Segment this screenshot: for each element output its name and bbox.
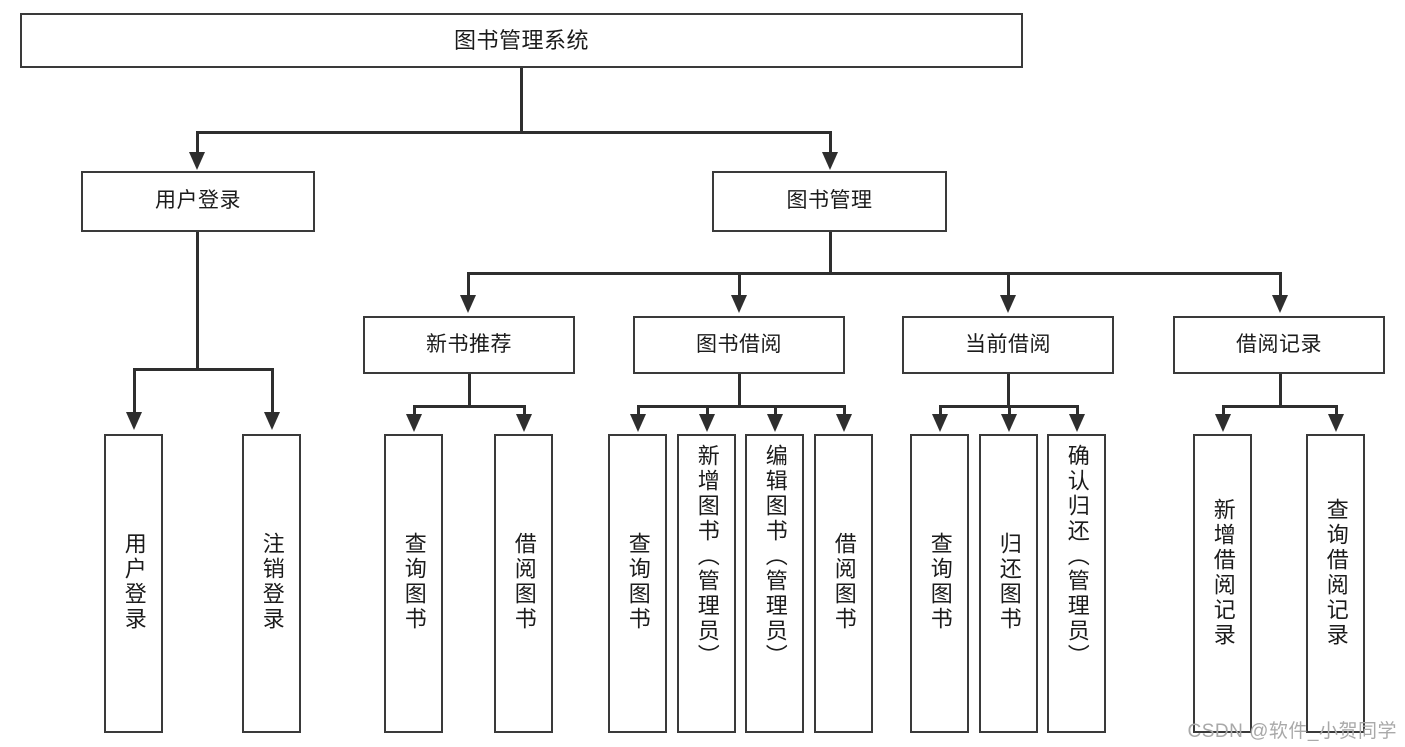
- arrow-query-book-2: [630, 414, 646, 432]
- leaf-query-book-current[interactable]: 查询图书: [910, 434, 969, 733]
- connector-userlogin-stem: [196, 232, 199, 369]
- node-label: 新增借阅记录: [1210, 498, 1236, 648]
- connector-userlogin-bus: [133, 368, 274, 371]
- node-current-borrow[interactable]: 当前借阅: [902, 316, 1114, 374]
- connector-drop-query-record: [1335, 405, 1338, 416]
- leaf-edit-book-admin[interactable]: 编辑图书（管理员）: [745, 434, 804, 733]
- connector-bookborrow-stem: [738, 374, 741, 406]
- connector-borrowrecord-stem: [1279, 374, 1282, 406]
- leaf-query-borrow-record[interactable]: 查询借阅记录: [1306, 434, 1365, 733]
- arrow-user-login: [189, 152, 205, 170]
- arrow-query-record: [1328, 414, 1344, 432]
- leaf-borrow-book-borrow[interactable]: 借阅图书: [814, 434, 873, 733]
- connector-borrowrecord-bus: [1222, 405, 1337, 408]
- arrow-edit-book: [767, 414, 783, 432]
- arrow-leaf-user-login: [126, 412, 142, 430]
- leaf-query-book-recommend[interactable]: 查询图书: [384, 434, 443, 733]
- arrow-borrow-book-1: [516, 414, 532, 432]
- node-label: 查询图书: [625, 532, 651, 632]
- connector-drop-user-login: [196, 131, 199, 155]
- arrow-query-book-1: [406, 414, 422, 432]
- leaf-user-login[interactable]: 用户登录: [104, 434, 163, 733]
- connector-drop-return-book: [1008, 405, 1011, 416]
- node-label: 查询图书: [927, 532, 953, 632]
- connector-root-stem: [520, 68, 523, 132]
- node-label: 编辑图书（管理员）: [762, 444, 788, 669]
- connector-bookmanage-stem: [829, 232, 832, 273]
- leaf-add-book-admin[interactable]: 新增图书（管理员）: [677, 434, 736, 733]
- leaf-confirm-return-admin[interactable]: 确认归还（管理员）: [1047, 434, 1106, 733]
- arrow-new-book: [460, 295, 476, 313]
- leaf-logout[interactable]: 注销登录: [242, 434, 301, 733]
- arrow-return-book: [1001, 414, 1017, 432]
- connector-tier3-bus: [467, 272, 1281, 275]
- connector-drop-query-book-1: [413, 405, 416, 416]
- node-label: 图书管理系统: [453, 27, 589, 53]
- arrow-add-record: [1215, 414, 1231, 432]
- arrow-book-manage: [822, 152, 838, 170]
- connector-drop-borrow: [738, 272, 741, 298]
- connector-drop-leaf-logout: [271, 368, 274, 414]
- node-label: 用户登录: [155, 189, 241, 213]
- node-label: 新书推荐: [426, 332, 512, 356]
- node-label: 借阅记录: [1236, 332, 1322, 356]
- node-label: 借阅图书: [831, 532, 857, 632]
- connector-drop-query-book-3: [939, 405, 942, 416]
- leaf-add-borrow-record[interactable]: 新增借阅记录: [1193, 434, 1252, 733]
- node-label: 归还图书: [996, 532, 1022, 632]
- arrow-add-book: [699, 414, 715, 432]
- connector-newbook-stem: [468, 374, 471, 406]
- arrow-borrow-book-2: [836, 414, 852, 432]
- connector-drop-edit-book: [774, 405, 777, 416]
- watermark-text: CSDN @软件_小贺同学: [1187, 721, 1397, 742]
- connector-drop-add-book: [706, 405, 709, 416]
- connector-bookborrow-bus: [637, 405, 845, 408]
- node-label: 确认归还（管理员）: [1064, 444, 1090, 669]
- connector-drop-book-manage: [829, 131, 832, 155]
- node-new-book-recommend[interactable]: 新书推荐: [363, 316, 575, 374]
- node-label: 图书借阅: [696, 332, 782, 356]
- connector-drop-leaf-user-login: [133, 368, 136, 414]
- connector-drop-current-borrow: [1007, 272, 1010, 298]
- node-book-borrow[interactable]: 图书借阅: [633, 316, 845, 374]
- connector-drop-new-book: [467, 272, 470, 298]
- arrow-query-book-3: [932, 414, 948, 432]
- connector-currentborrow-stem: [1007, 374, 1010, 406]
- arrow-leaf-logout: [264, 412, 280, 430]
- leaf-query-book-borrow[interactable]: 查询图书: [608, 434, 667, 733]
- node-borrow-record[interactable]: 借阅记录: [1173, 316, 1385, 374]
- arrow-borrow-record: [1272, 295, 1288, 313]
- connector-drop-add-record: [1222, 405, 1225, 416]
- connector-drop-confirm-return: [1076, 405, 1079, 416]
- leaf-return-book[interactable]: 归还图书: [979, 434, 1038, 733]
- node-label: 查询借阅记录: [1323, 498, 1349, 648]
- arrow-current-borrow: [1000, 295, 1016, 313]
- node-user-login[interactable]: 用户登录: [81, 171, 315, 232]
- connector-root-bus: [196, 131, 832, 134]
- node-book-management[interactable]: 图书管理: [712, 171, 947, 232]
- connector-drop-borrow-record: [1279, 272, 1282, 298]
- node-label: 借阅图书: [511, 532, 537, 632]
- connector-drop-borrow-book-2: [843, 405, 846, 416]
- node-label: 图书管理: [786, 189, 873, 213]
- node-label: 当前借阅: [965, 332, 1051, 356]
- connector-drop-query-book-2: [637, 405, 640, 416]
- node-label: 注销登录: [259, 532, 285, 632]
- arrow-confirm-return: [1069, 414, 1085, 432]
- node-label: 新增图书（管理员）: [694, 444, 720, 669]
- node-root-system[interactable]: 图书管理系统: [20, 13, 1023, 68]
- connector-drop-borrow-book-1: [523, 405, 526, 416]
- leaf-borrow-book-recommend[interactable]: 借阅图书: [494, 434, 553, 733]
- node-label: 查询图书: [401, 532, 427, 632]
- node-label: 用户登录: [121, 532, 147, 632]
- connector-newbook-bus: [413, 405, 525, 408]
- arrow-borrow: [731, 295, 747, 313]
